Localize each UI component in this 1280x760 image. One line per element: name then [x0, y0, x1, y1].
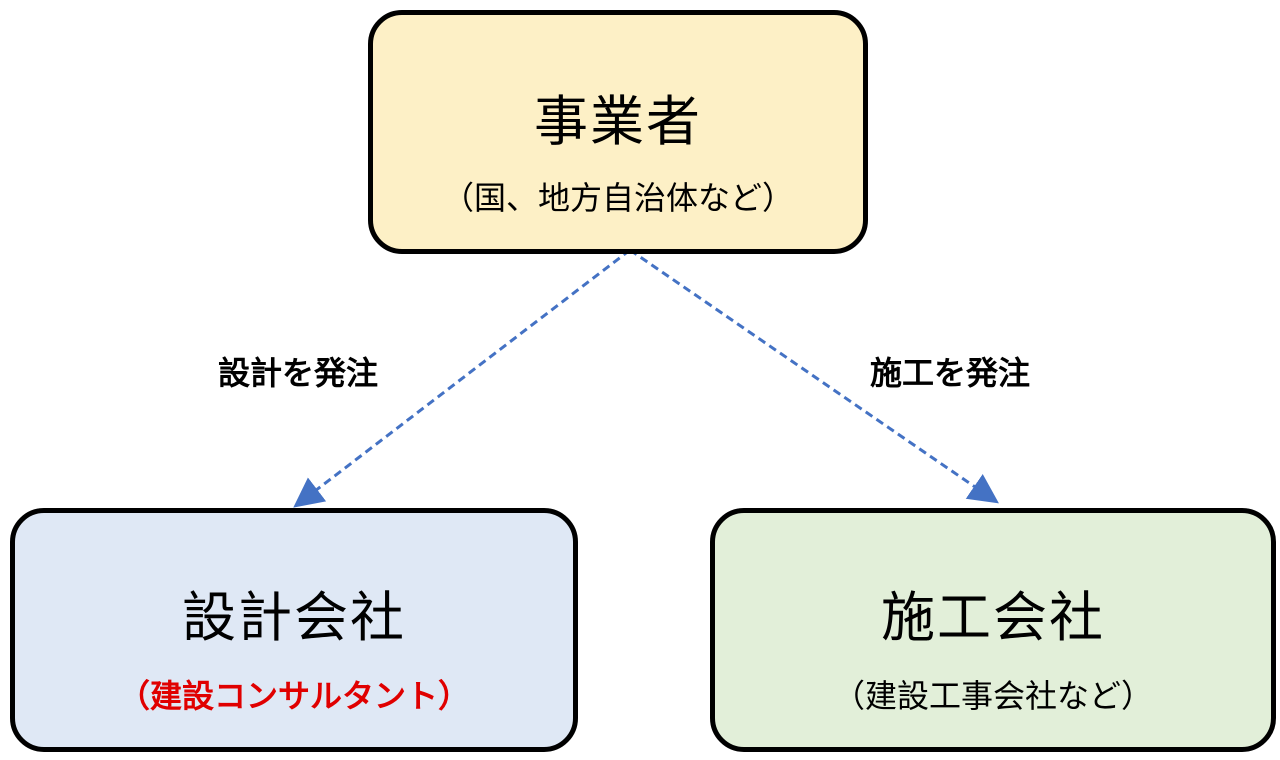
edge-owner-to-construct	[629, 248, 999, 504]
node-design-company: 設計会社 （建設コンサルタント）	[10, 508, 578, 752]
node-design-subtitle: （建設コンサルタント）	[117, 677, 470, 715]
node-owner-title: 事業者	[534, 90, 702, 153]
node-owner: 事業者 （国、地方自治体など）	[368, 10, 868, 254]
edge-label-design-order: 設計を発注	[218, 354, 379, 392]
node-design-title: 設計会社	[182, 586, 406, 649]
node-construction-company: 施工会社 （建設工事会社など）	[710, 508, 1276, 752]
node-owner-subtitle: （国、地方自治体など）	[441, 179, 794, 217]
edge-owner-to-design	[293, 248, 631, 508]
node-construct-subtitle: （建設工事会社など）	[832, 677, 1153, 715]
node-construct-title: 施工会社	[881, 586, 1105, 649]
edge-label-construction-order: 施工を発注	[870, 354, 1031, 392]
